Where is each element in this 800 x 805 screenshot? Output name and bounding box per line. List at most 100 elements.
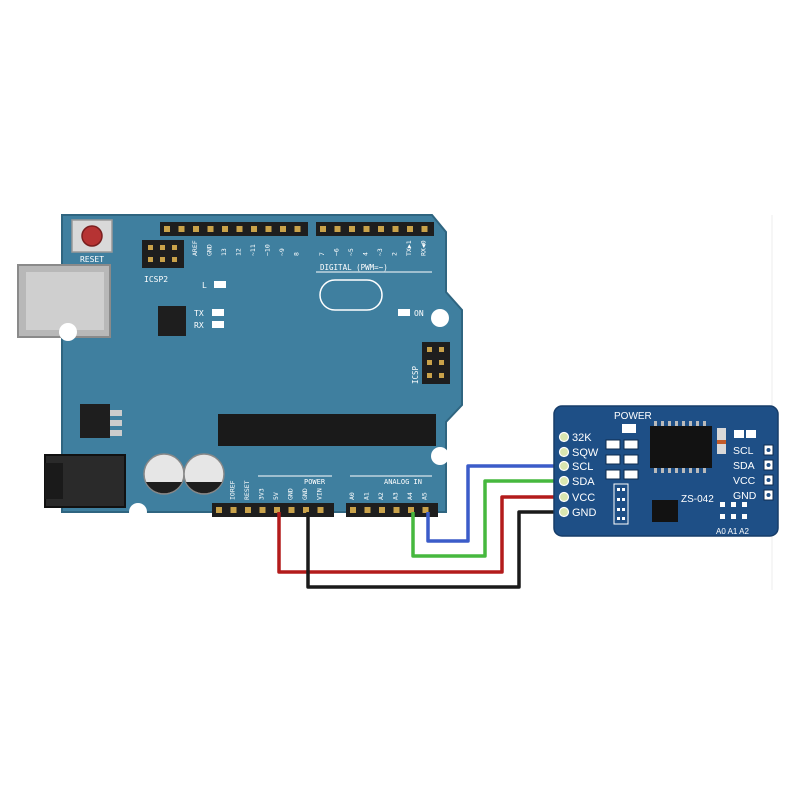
- module-right-pin-hole: [766, 478, 771, 482]
- header-pin: [317, 507, 324, 513]
- header-pin: [251, 226, 257, 232]
- module-right-pads: [763, 444, 774, 501]
- digital-label: DIGITAL (PWM=~): [320, 263, 388, 272]
- capacitor: [183, 453, 225, 495]
- address-pads: [720, 502, 747, 519]
- module-right-pin-hole: [766, 448, 771, 452]
- analog-pin-label: A1: [363, 492, 371, 500]
- header-pin: [164, 226, 170, 232]
- header-pin: [193, 226, 199, 232]
- analog-pin-label: A0: [348, 492, 356, 500]
- digital-pin-label: TX▶1: [405, 240, 413, 256]
- header-pin: [303, 507, 309, 513]
- header-pin: [280, 226, 286, 232]
- module-pin-label: 32K: [572, 432, 592, 444]
- digital-pin-label: ~11: [249, 244, 257, 256]
- header-pin: [274, 507, 280, 513]
- analog-pin-label: A2: [377, 492, 385, 500]
- smd-resistor: [734, 430, 744, 438]
- module-right-pin-label: SDA: [733, 460, 755, 472]
- capacitor: [143, 453, 185, 495]
- mounting-hole: [59, 323, 77, 341]
- usb-controller-chip: [158, 306, 186, 336]
- header-pin: [236, 226, 243, 232]
- power-pin-label: 5V: [272, 492, 280, 500]
- module-left-pads: [558, 431, 570, 518]
- module-power-led: [622, 424, 636, 433]
- digital-pin-label: ~5: [347, 248, 355, 256]
- header-pin: [245, 507, 251, 513]
- icsp-header: [422, 342, 450, 384]
- module-model-label: ZS-042: [681, 494, 714, 505]
- header-pin: [178, 226, 185, 232]
- analog-label: ANALOG IN: [384, 478, 422, 486]
- analog-pin-label: A5: [421, 492, 429, 500]
- analog-pin-label: A4: [406, 492, 414, 500]
- digital-pin-label: 8: [293, 252, 301, 256]
- led-on: [398, 309, 410, 316]
- led-rx-label: RX: [194, 321, 204, 330]
- digital-pin-label: ~3: [376, 248, 384, 256]
- digital-header-right: [316, 222, 434, 236]
- header-pin: [207, 226, 214, 232]
- power-pin-holes: [216, 507, 324, 513]
- power-pin-label: GND: [287, 488, 295, 500]
- header-pin: [350, 507, 356, 513]
- module-address-header: [613, 483, 629, 525]
- header-pin: [364, 507, 371, 513]
- header-pin: [408, 507, 414, 513]
- power-label: POWER: [304, 478, 326, 486]
- module-pin-pad: [558, 491, 570, 503]
- ds3231-chip: [650, 421, 712, 473]
- diode: [717, 428, 726, 454]
- icsp2-header: [142, 240, 184, 268]
- module-pin-pad: [558, 446, 570, 458]
- header-pin: [379, 507, 385, 513]
- wire-sda: [411, 479, 558, 558]
- header-pin: [378, 226, 384, 232]
- module-pin-pad: [558, 460, 570, 472]
- led-l: [214, 281, 226, 288]
- module-pin-label: VCC: [572, 492, 595, 504]
- power-pin-label: VIN: [316, 488, 324, 500]
- digital-pin-label: 7: [318, 252, 326, 256]
- header-pin: [349, 226, 355, 232]
- digital-header-left: [160, 222, 308, 236]
- wire-gnd: [306, 510, 558, 589]
- eeprom-chip: [652, 500, 678, 522]
- dc-power-jack: [44, 454, 126, 508]
- power-pin-label: RESET: [243, 480, 251, 500]
- digital-pin-label: ~9: [278, 248, 286, 256]
- smd-resistor: [746, 430, 756, 438]
- module-pin-pad: [558, 506, 570, 518]
- header-pin: [216, 507, 222, 513]
- digital-pin-label: ~10: [264, 244, 272, 256]
- analog-pin-label: A3: [392, 492, 400, 500]
- led-l-label: L: [202, 281, 207, 290]
- icsp2-label: ICSP2: [144, 275, 168, 284]
- digital-pin-label: ~6: [333, 248, 341, 256]
- wire-scl: [426, 464, 558, 543]
- power-pin-label: 3V3: [258, 488, 266, 500]
- module-right-pin-hole: [766, 493, 771, 497]
- header-pin: [230, 507, 237, 513]
- header-pin: [407, 226, 413, 232]
- power-header: [212, 503, 334, 517]
- module-pin-label: SDA: [572, 476, 595, 488]
- module-power-label: POWER: [614, 411, 652, 422]
- digital-pin-label: 13: [220, 248, 228, 256]
- header-pin: [222, 226, 228, 232]
- analog-header: [346, 503, 438, 517]
- analog-pin-holes: [350, 507, 429, 513]
- reset-label: RESET: [80, 255, 104, 264]
- led-rx: [212, 321, 224, 328]
- crystal-oscillator: [319, 279, 383, 311]
- module-pin-pad: [558, 475, 570, 487]
- module-right-pin-hole: [766, 463, 771, 467]
- header-pin: [334, 226, 341, 232]
- header-pin: [421, 226, 428, 232]
